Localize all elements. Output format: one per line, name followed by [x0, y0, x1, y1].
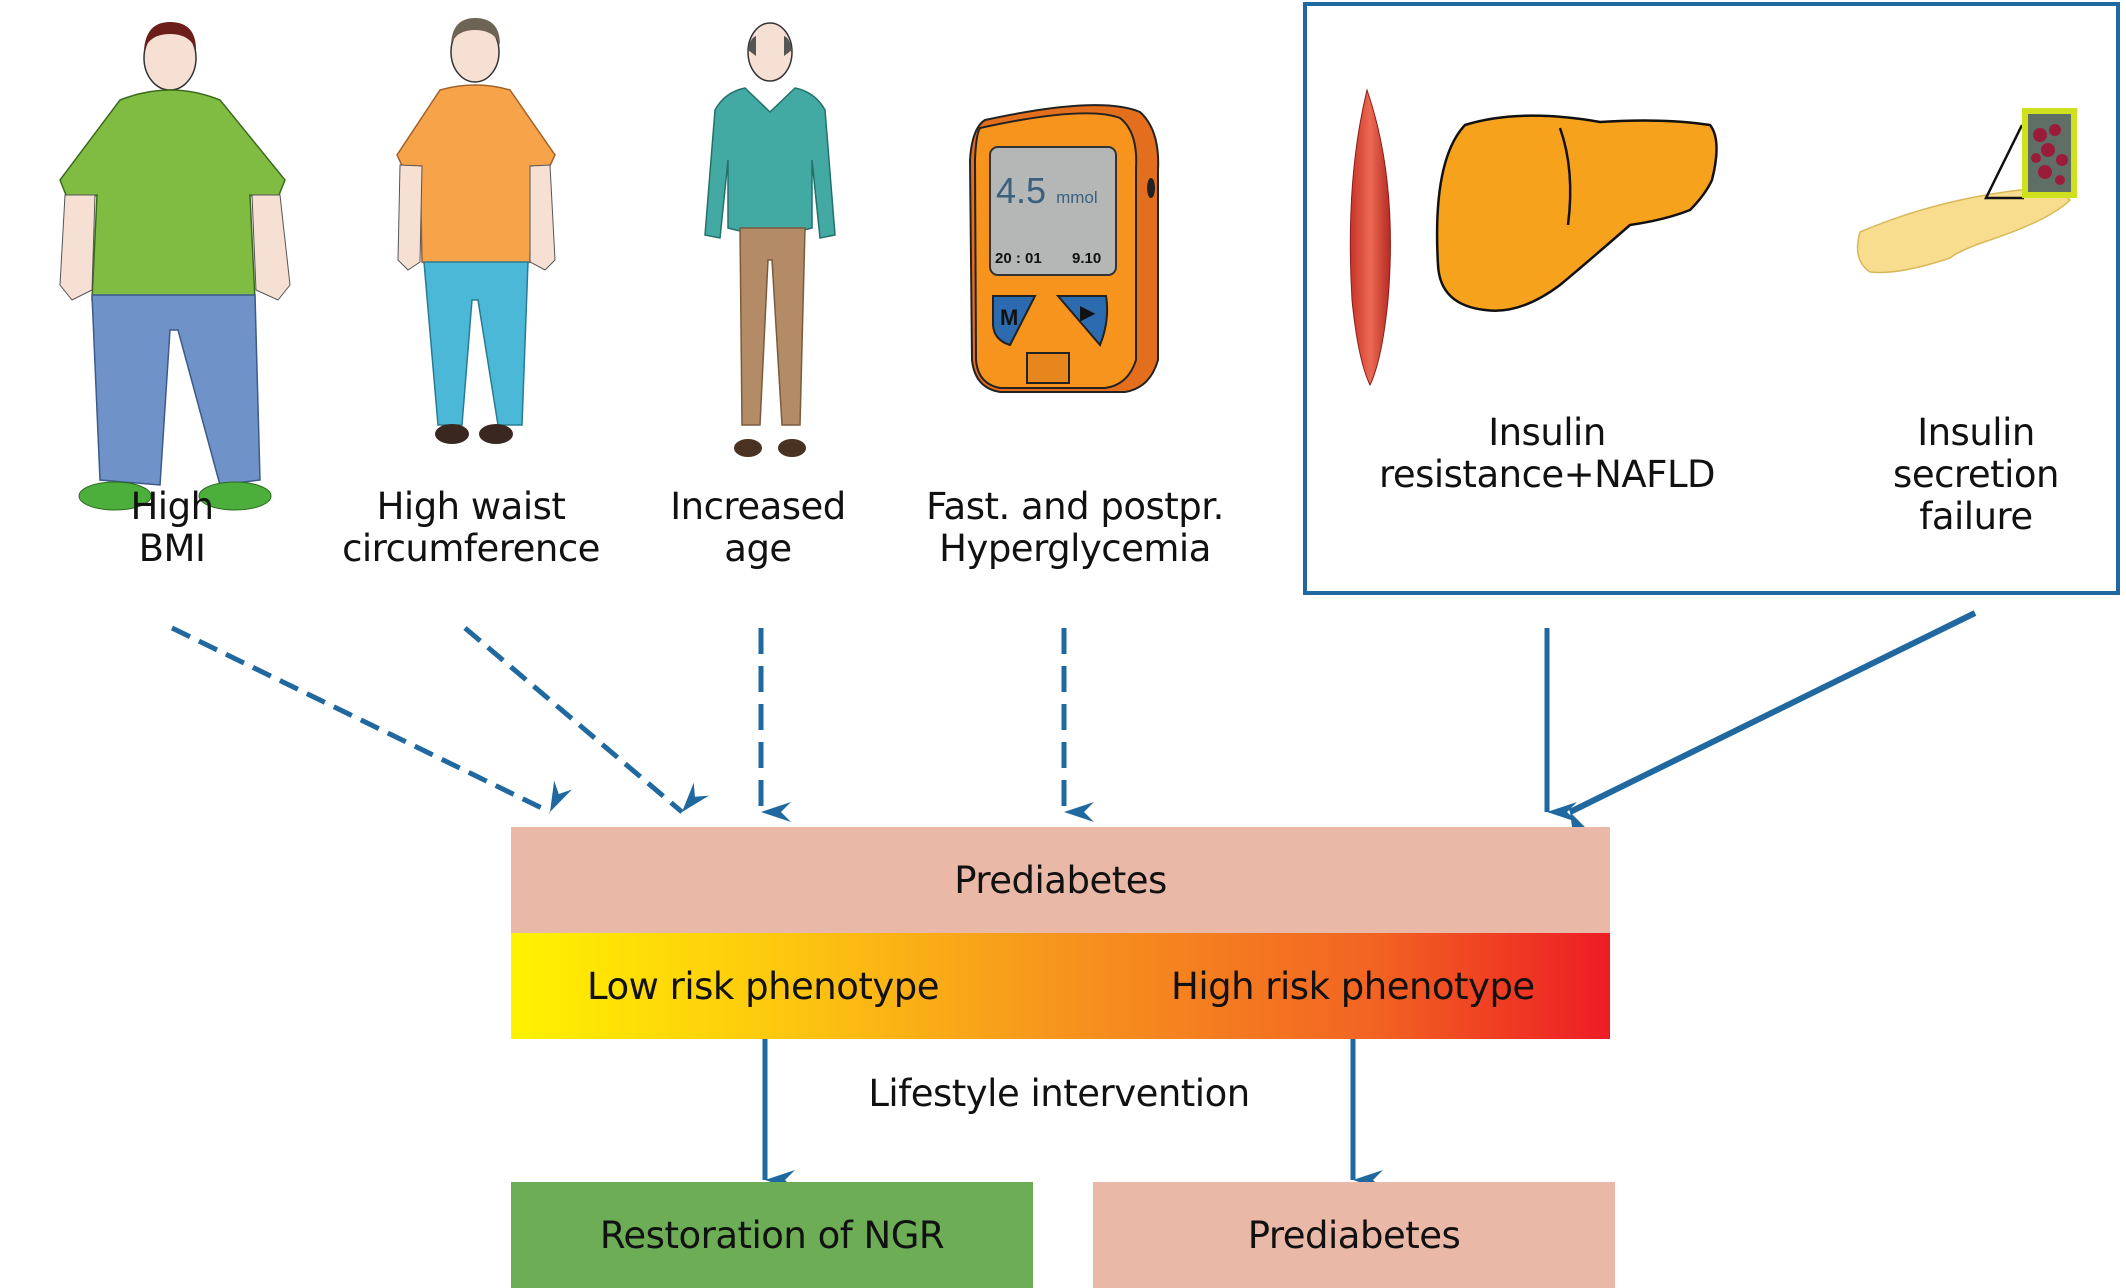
meter-unit: mmol	[1056, 188, 1098, 207]
restoration-ngr-box: Restoration of NGR	[511, 1182, 1033, 1288]
liver-icon	[1435, 114, 1718, 312]
glucose-meter-figure	[968, 104, 1160, 393]
elderly-man-figure	[704, 22, 836, 457]
overweight-man-figure	[396, 18, 556, 444]
arrow-waist	[463, 626, 710, 814]
meter-value: 4.5	[996, 170, 1047, 211]
obese-man-figure	[59, 22, 291, 511]
label-insulin-secretion: Insulin secretion failure	[1893, 411, 2059, 538]
label-high-bmi: High BMI	[130, 485, 214, 570]
restoration-label: Restoration of NGR	[599, 1213, 945, 1257]
muscle-icon	[1349, 88, 1391, 387]
label-high-waist: High waist circumference	[342, 485, 600, 570]
prediabetes-outcome-box: Prediabetes	[1093, 1182, 1615, 1288]
arrow-secretion	[1568, 610, 1977, 844]
low-risk-label: Low risk phenotype	[587, 964, 940, 1008]
meter-time: 20 : 01	[995, 250, 1042, 267]
label-insulin-resistance: Insulin resistance+NAFLD	[1378, 411, 1716, 496]
lifestyle-intervention-label: Lifestyle intervention	[868, 1072, 1250, 1115]
risk-gradient-bar: Low risk phenotype High risk phenotype	[511, 933, 1610, 1039]
meter-button-play: ▶	[1080, 300, 1096, 324]
arrow-bmi	[170, 625, 573, 815]
high-risk-label: High risk phenotype	[1171, 964, 1535, 1008]
label-increased-age: Increased age	[670, 485, 846, 570]
label-hyperglycemia: Fast. and postpr. Hyperglycemia	[926, 485, 1224, 570]
pathophysiology-box	[1303, 2, 2120, 595]
meter-button-m: M	[1000, 305, 1019, 330]
prediabetes-label: Prediabetes	[954, 858, 1167, 902]
prediabetes-box: Prediabetes	[511, 827, 1610, 933]
islet-inset-icon	[1983, 108, 2077, 200]
prediabetes-outcome-label: Prediabetes	[1247, 1213, 1461, 1257]
meter-reading: 4.5 mmol	[996, 170, 1098, 212]
meter-date: 9.10	[1072, 250, 1102, 267]
